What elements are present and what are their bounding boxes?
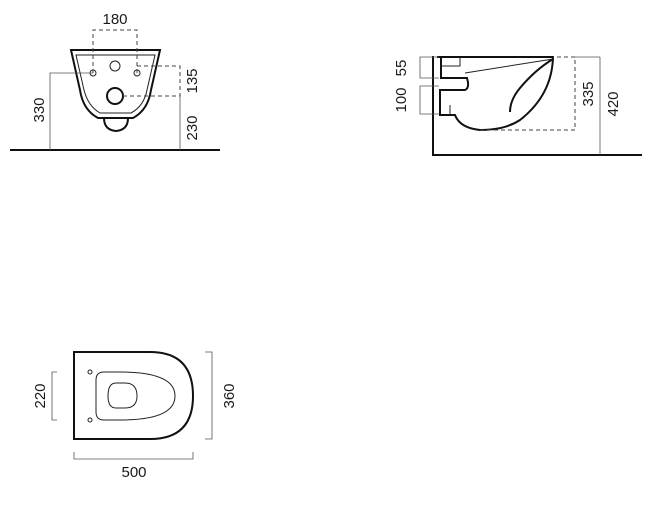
dim-180-bracket — [92, 29, 138, 73]
dim-335-bracket — [480, 56, 576, 131]
side-rim-line — [464, 58, 554, 74]
front-bowl-outline — [69, 49, 162, 119]
dim-330-label: 330 — [31, 97, 48, 122]
front-bowl-inner-outline — [75, 54, 156, 114]
dim-220-bracket — [51, 371, 57, 421]
top-bowl-opening — [107, 382, 138, 409]
dim-100-label: 100 — [393, 87, 410, 112]
side-inlet-pipe — [440, 58, 461, 67]
front-water-inlet — [109, 60, 121, 72]
front-view: 180 330 135 230 — [10, 11, 220, 151]
dim-420-label: 420 — [605, 91, 622, 116]
dim-335-label: 335 — [580, 81, 597, 106]
top-fixing-hole-upper — [87, 369, 93, 375]
side-view: 55 100 335 420 — [393, 56, 642, 156]
dim-360-bracket — [205, 351, 213, 440]
side-bowl-outline — [437, 56, 555, 132]
dim-55-bracket — [419, 56, 439, 79]
dim-500-bracket — [73, 452, 194, 460]
dim-135-bracket — [123, 65, 181, 97]
dim-100-bracket — [419, 85, 439, 115]
top-seat-inner — [95, 371, 176, 421]
dim-330-bracket — [49, 72, 93, 150]
dim-220-label: 220 — [32, 383, 49, 408]
dim-180-label: 180 — [102, 11, 127, 28]
top-view: 220 360 500 — [32, 351, 238, 481]
front-outlet — [103, 117, 129, 133]
side-bowl-inner — [509, 58, 554, 113]
dim-135-label: 135 — [184, 68, 201, 93]
dim-360-label: 360 — [221, 383, 238, 408]
dim-230-label: 230 — [184, 115, 201, 140]
top-bowl-outline — [73, 351, 195, 440]
dim-55-label: 55 — [393, 60, 410, 77]
dim-500-label: 500 — [121, 464, 146, 481]
top-fixing-hole-lower — [87, 417, 93, 423]
front-waste-outlet — [106, 87, 124, 105]
